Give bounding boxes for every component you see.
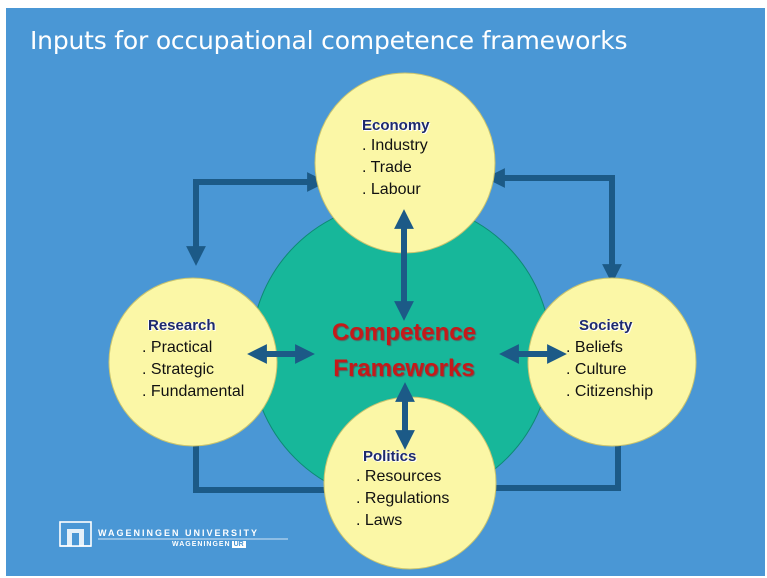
politics-title: Politics [363,448,417,465]
list-item: . Culture [566,361,627,378]
economy-list: . Industry . Trade . Labour [362,135,428,201]
list-item: . Laws [356,512,403,529]
list-item: . Industry [362,137,428,154]
slide-title: Inputs for occupational competence frame… [30,26,628,55]
politics-list: . Resources . Regulations . Laws [356,466,449,532]
list-item: . Fundamental [142,383,245,400]
list-item: . Labour [362,181,421,198]
center-label-line1: Competence [331,319,477,346]
center-label: Competence Frameworks [320,315,488,387]
logo-text-university: WAGENINGEN UNIVERSITY [98,528,260,538]
connector-research-economy [186,172,327,266]
list-item: . Trade [362,159,412,176]
logo-ur-badge: UR [231,541,246,548]
wageningen-logo-icon [59,521,92,547]
center-label-line2: Frameworks [333,355,475,382]
society-title: Society [579,317,633,334]
logo-text-ur-prefix: WAGENINGEN [172,541,231,548]
list-item: . Strategic [142,361,215,378]
list-item: . Beliefs [566,339,623,356]
list-item: . Resources [356,468,442,485]
list-item: . Citizenship [566,383,654,400]
list-item: . Regulations [356,490,450,507]
list-item: . Practical [142,339,213,356]
research-list: . Practical . Strategic . Fundamental [142,337,244,403]
connector-economy-society [485,168,622,284]
society-list: . Beliefs . Culture . Citizenship [566,337,653,403]
research-title: Research [148,317,216,334]
connector-society-politics [472,425,628,498]
connector-research-politics [186,425,347,500]
economy-title: Economy [362,117,430,134]
